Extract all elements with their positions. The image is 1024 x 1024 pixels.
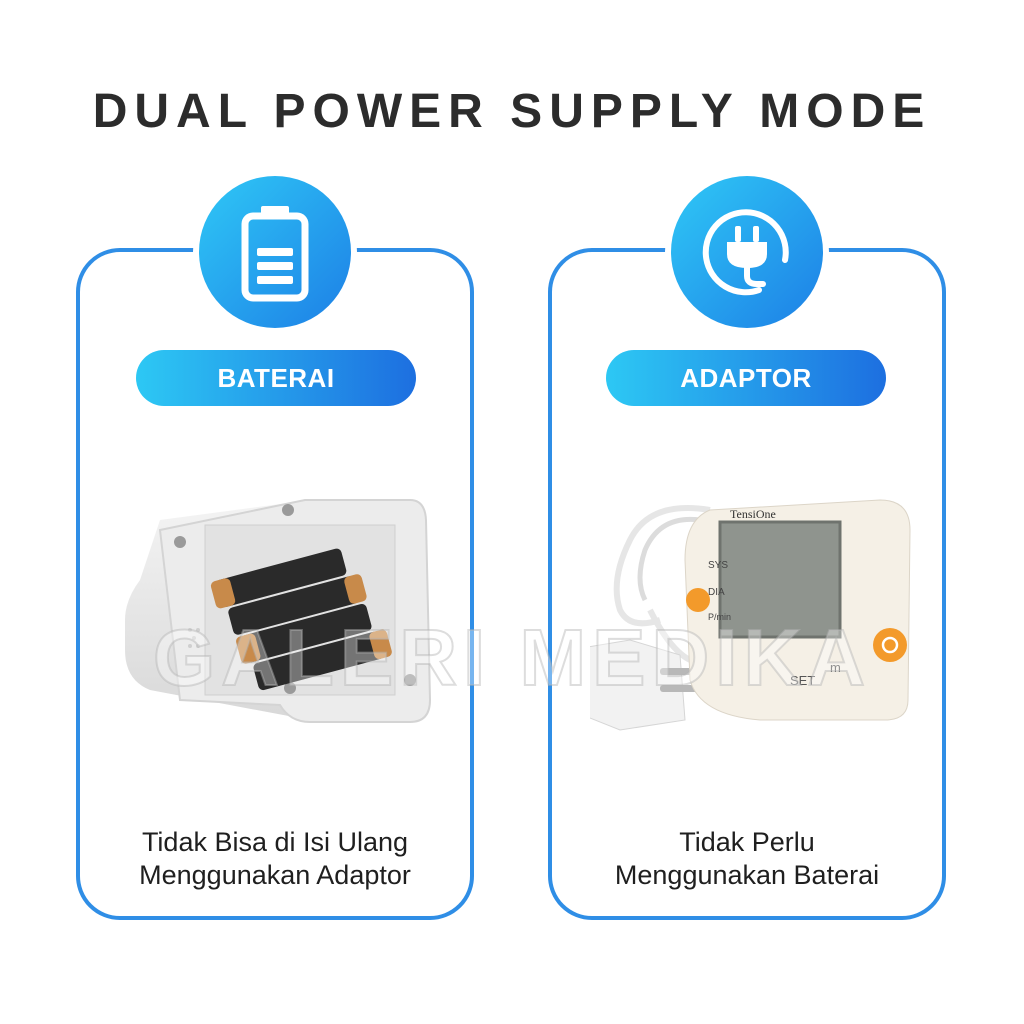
- battery-compartment-image: [125, 499, 432, 723]
- battery-caption-line1: Tidak Bisa di Isi Ulang: [141, 827, 409, 857]
- plug-icon-badge: [665, 170, 829, 334]
- battery-caption-line2: Menggunakan Adaptor: [139, 860, 411, 890]
- battery-caption: Tidak Bisa di Isi Ulang Menggunakan Adap…: [76, 826, 474, 892]
- blood-pressure-monitor-image: TensiOne SYS DIA P/min SET m: [590, 499, 911, 731]
- power-plug-icon: [702, 209, 789, 296]
- set-label: SET: [790, 673, 815, 688]
- watermark: GALERI MEDIKA: [152, 612, 871, 703]
- battery-label-pill: BATERAI: [136, 350, 416, 406]
- sys-label: SYS: [708, 560, 728, 571]
- adaptor-caption-line2: Menggunakan Baterai: [614, 860, 880, 890]
- memory-label: m: [830, 660, 841, 675]
- adaptor-label-pill: ADAPTOR: [606, 350, 886, 406]
- page-title: DUAL POWER SUPPLY MODE: [92, 85, 932, 138]
- battery-icon-badge: [193, 170, 357, 334]
- adaptor-caption-line1: Tidak Perlu: [679, 827, 815, 857]
- adaptor-caption: Tidak Perlu Menggunakan Baterai: [548, 826, 946, 892]
- brand-label: TensiOne: [730, 507, 776, 521]
- dia-label: DIA: [708, 587, 725, 598]
- battery-icon: [241, 206, 309, 302]
- pulse-label: P/min: [708, 612, 731, 622]
